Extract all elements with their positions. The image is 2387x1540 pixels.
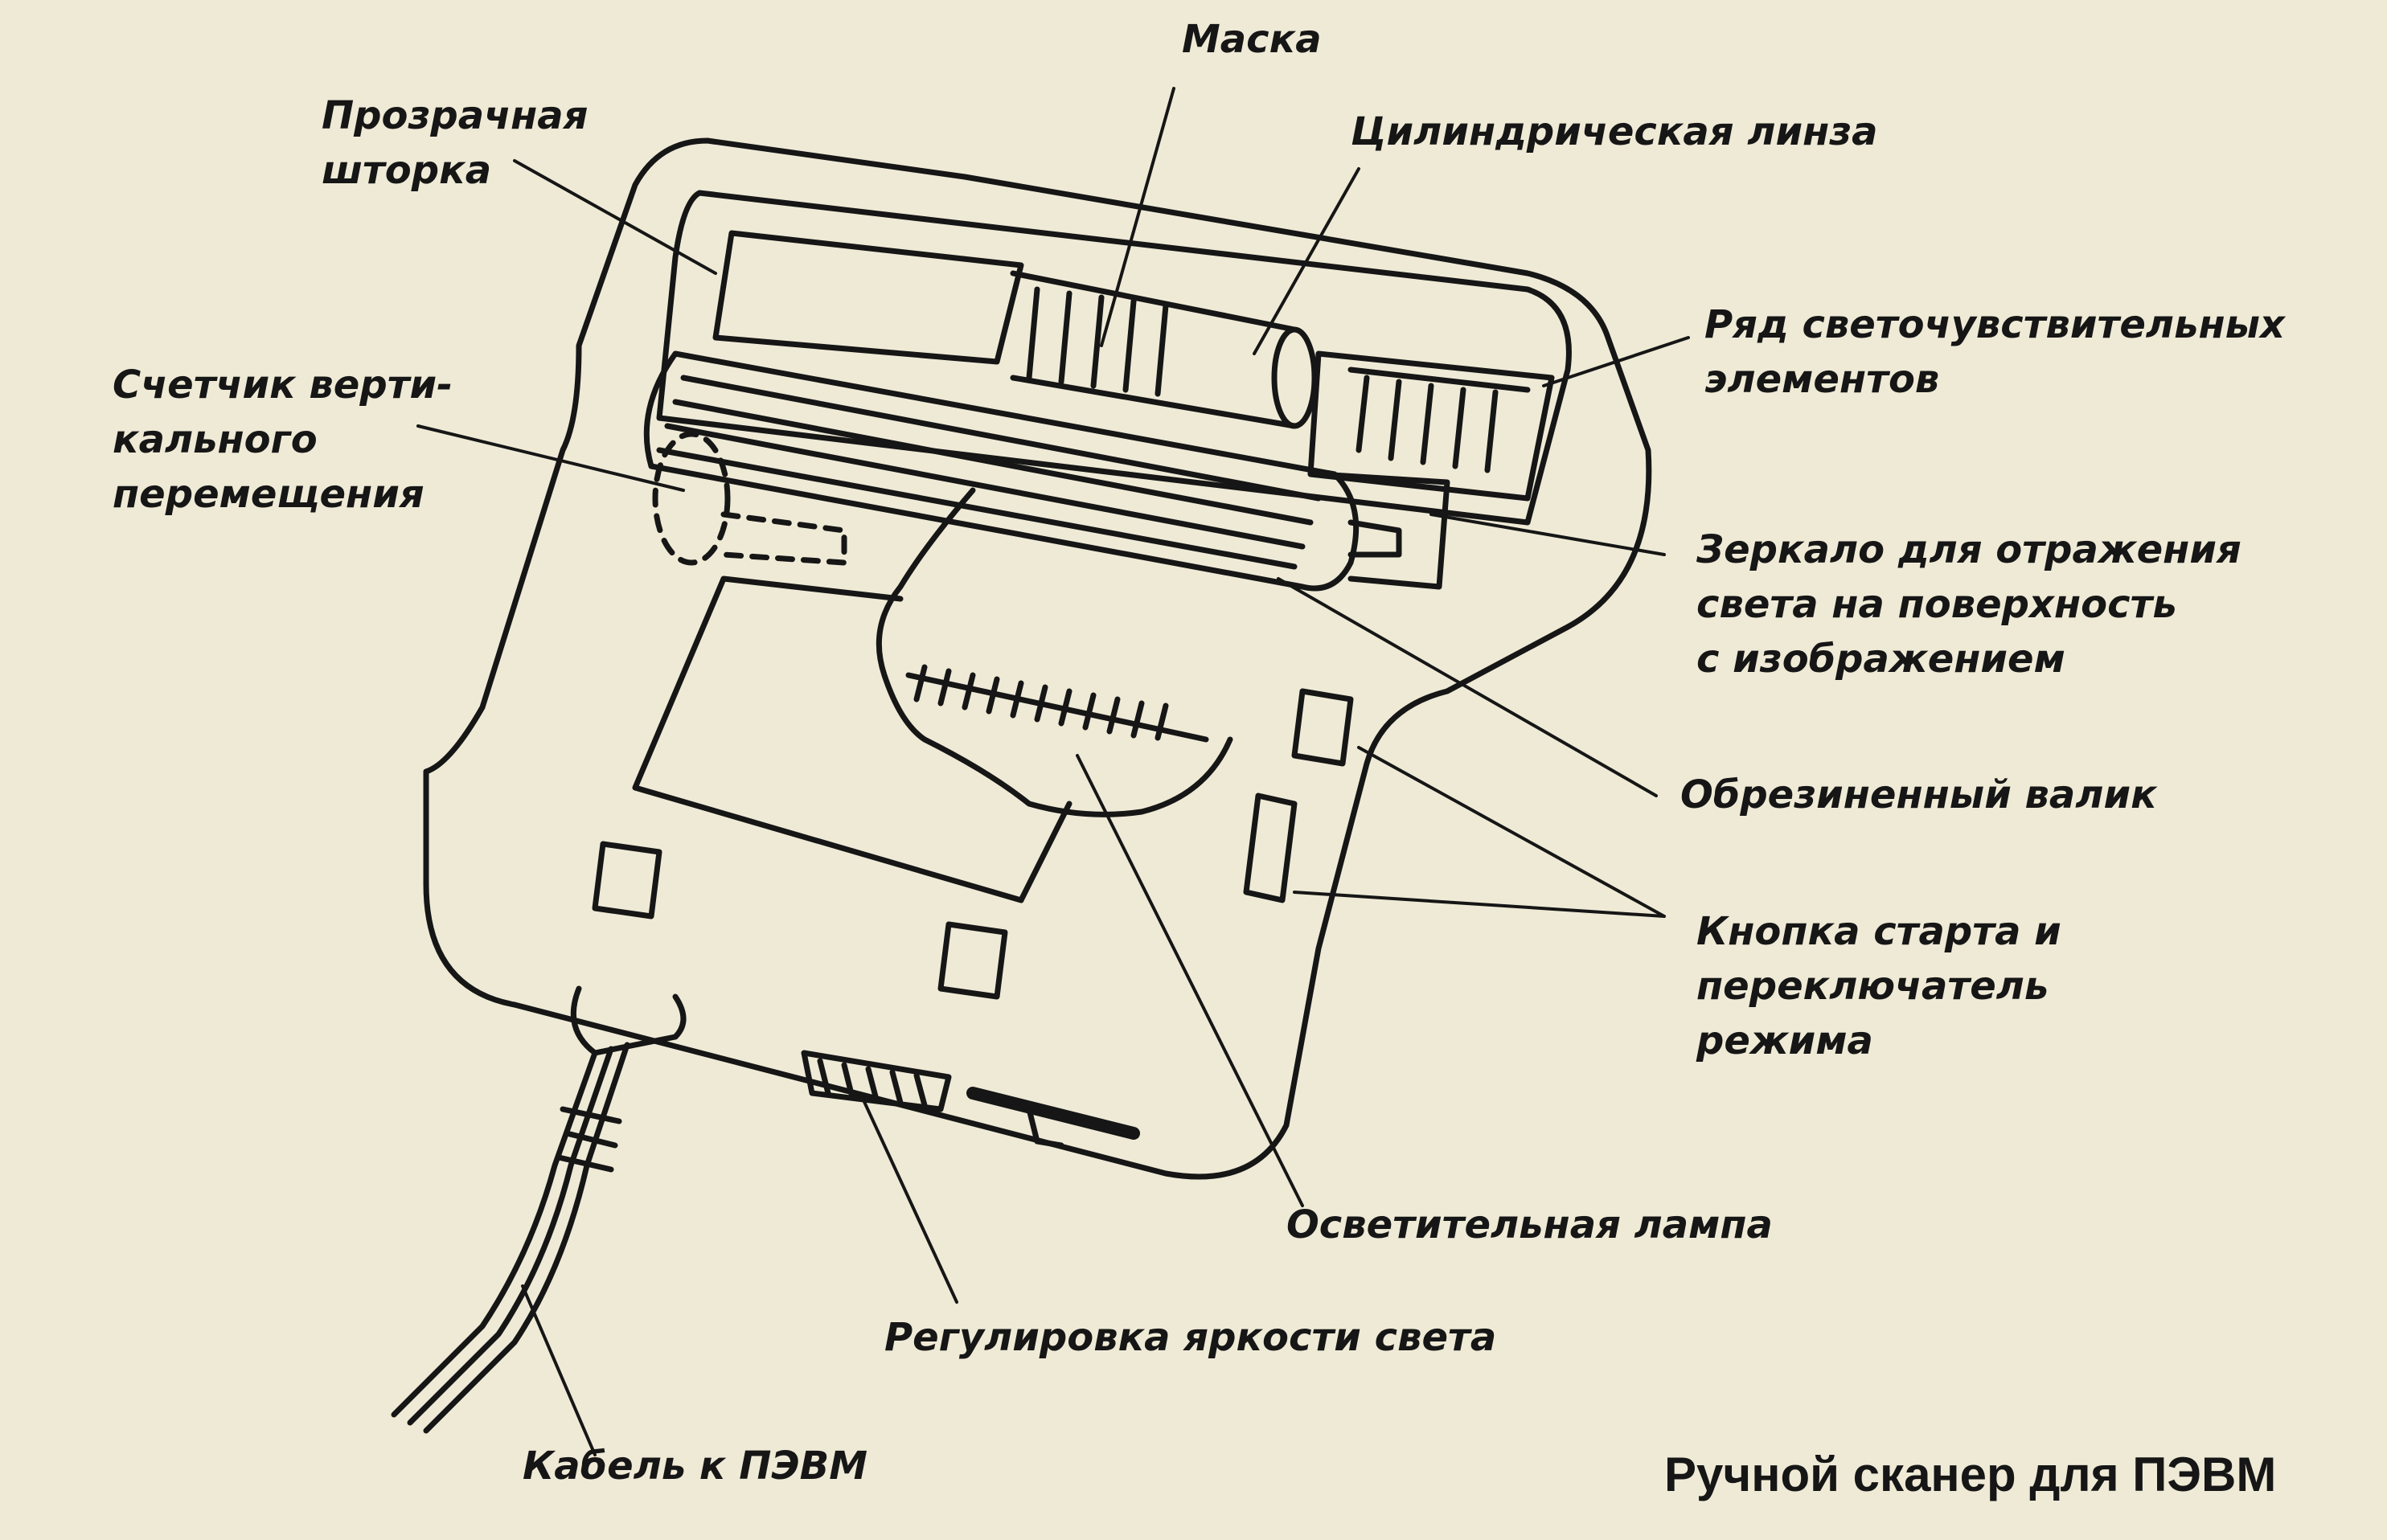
foot-right (937, 921, 1008, 1000)
label-start-button-line3: режима (1696, 1018, 1873, 1063)
side-slider (966, 1087, 1140, 1140)
label-lamp-text: Осветительная лампа (1286, 1202, 1773, 1247)
start-button (1291, 688, 1354, 767)
counter-dial (652, 431, 847, 566)
sensor-block (1307, 350, 1555, 502)
label-cable-text: Кабель к ПЭВМ (523, 1444, 867, 1489)
label-cable: Кабель к ПЭВМ (523, 1439, 867, 1493)
scanner-body (423, 137, 1652, 1180)
mode-switch (1243, 793, 1298, 903)
label-mask: Маска (1182, 12, 1322, 67)
mask-ribs (1026, 286, 1169, 397)
figure-caption: Ручной сканер для ПЭВМ (1664, 1448, 2277, 1501)
cable (391, 1042, 630, 1434)
label-shutter: Прозрачная шторка (322, 88, 588, 198)
label-start-button-line2: переключатель (1696, 964, 2049, 1009)
label-counter-line1: Счетчик верти- (113, 362, 453, 408)
label-mirror: Зеркало для отражения света на поверхнос… (1696, 522, 2241, 686)
label-shutter-line2: шторка (322, 148, 492, 193)
bottom-window (632, 575, 1073, 903)
leader-lines (416, 87, 1690, 1456)
label-start-button-line1: Кнопка старта и (1696, 909, 2061, 954)
cylindrical-lens (1271, 326, 1318, 429)
label-roller-text: Обрезиненный валик (1680, 772, 2157, 817)
label-brightness: Регулировка яркости света (884, 1310, 1496, 1365)
rubber-roller (643, 350, 1360, 592)
label-cylindrical-lens: Цилиндрическая линза (1351, 104, 1878, 159)
label-shutter-line1: Прозрачная (322, 93, 589, 138)
label-lamp: Осветительная лампа (1286, 1198, 1773, 1252)
label-brightness-text: Регулировка яркости света (884, 1315, 1497, 1360)
label-start-button: Кнопка старта и переключатель режима (1696, 904, 2061, 1068)
top-window (656, 190, 1572, 526)
label-counter: Счетчик верти- кального перемещения (113, 358, 453, 522)
foot-left (592, 841, 662, 919)
brightness-wheel (801, 1050, 952, 1112)
lamp-comb (905, 664, 1209, 743)
label-sensor-row: Ряд светочувствительных элементов (1704, 297, 2285, 407)
label-sensor-row-line2: элементов (1704, 357, 1940, 402)
label-counter-line2: кального (113, 417, 318, 462)
label-mirror-line3: с изображением (1696, 637, 2065, 682)
label-sensor-row-line1: Ряд светочувствительных (1704, 302, 2285, 347)
label-mask-text: Маска (1182, 17, 1322, 62)
mirror-plate (1315, 471, 1450, 590)
label-mirror-line1: Зеркало для отражения (1696, 527, 2241, 572)
label-cylindrical-lens-text: Цилиндрическая линза (1351, 109, 1878, 154)
shutter-panel (712, 230, 1024, 365)
label-counter-line3: перемещения (113, 472, 424, 517)
cutaway-line (876, 487, 1233, 817)
label-mirror-line2: света на поверхность (1696, 582, 2177, 627)
label-roller: Обрезиненный валик (1680, 768, 2157, 822)
